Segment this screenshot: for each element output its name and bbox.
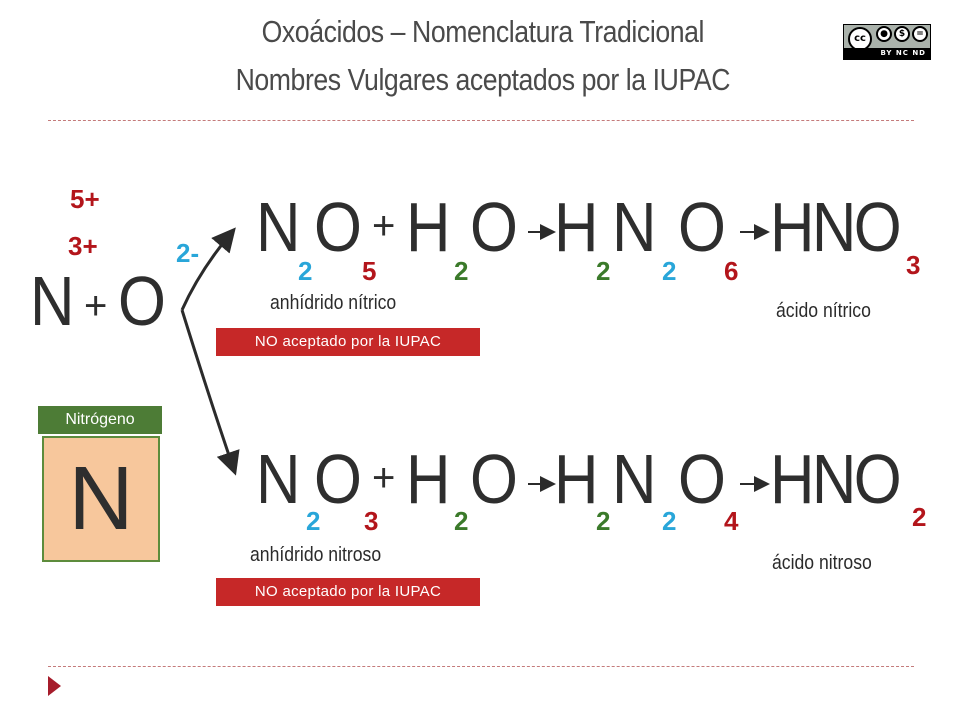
top-product-formula: HNO xyxy=(770,188,902,266)
top-water-el2: O xyxy=(470,188,518,266)
bottom-water-sub1: 2 xyxy=(454,506,469,536)
arrow-to-top-reaction xyxy=(180,227,236,311)
top-water-sub1: 2 xyxy=(454,256,469,286)
top-plus: + xyxy=(372,204,396,248)
top-anhydride-label: anhídrido nítrico xyxy=(270,292,397,314)
top-inter-sub3: 6 xyxy=(724,256,739,286)
element-name-tag: Nitrógeno xyxy=(38,406,162,434)
top-product-sub: 3 xyxy=(906,250,921,280)
bottom-inter-sub2: 2 xyxy=(662,506,677,536)
bottom-not-accepted-tag: NO aceptado por la IUPAC xyxy=(216,578,480,606)
slide-nav-arrow-icon[interactable] xyxy=(48,676,61,696)
top-anhydride-el2: O xyxy=(314,188,362,266)
bottom-product-formula: HNO xyxy=(770,440,902,518)
bottom-anhydride-sub1: 2 xyxy=(306,506,321,536)
top-acid-label: ácido nítrico xyxy=(776,300,871,322)
arrow-to-bottom-reaction xyxy=(180,309,240,476)
reactant-plus: + xyxy=(84,284,108,328)
reactant-nitrogen: N xyxy=(30,262,74,340)
top-divider xyxy=(48,120,914,121)
top-anhydride-el1: N xyxy=(256,188,300,266)
bottom-anhydride-el1: N xyxy=(256,440,300,518)
top-inter-sub1: 2 xyxy=(596,256,611,286)
top-inter-el3: O xyxy=(678,188,726,266)
top-inter-el2: N xyxy=(612,188,656,266)
nitrogen-charge-high: 5+ xyxy=(70,184,100,214)
reactant-oxygen: O xyxy=(118,262,166,340)
by-icon: ● xyxy=(876,26,892,42)
bottom-product-sub: 2 xyxy=(912,502,927,532)
bottom-inter-el2: N xyxy=(612,440,656,518)
top-anhydride-sub2: 5 xyxy=(362,256,377,286)
page-title: Oxoácidos – Nomenclatura Tradicional xyxy=(261,14,705,49)
bottom-inter-el3: O xyxy=(678,440,726,518)
top-inter-sub2: 2 xyxy=(662,256,677,286)
nc-icon: $ xyxy=(894,26,910,42)
bottom-inter-el1: H xyxy=(554,440,598,518)
bottom-anhydride-label: anhídrido nitroso xyxy=(250,544,382,566)
bottom-inter-sub3: 4 xyxy=(724,506,739,536)
nd-icon: = xyxy=(912,26,928,42)
cc-icon: cc xyxy=(848,27,872,51)
element-card: N xyxy=(42,436,160,562)
nitrogen-charge-low: 3+ xyxy=(68,231,98,261)
bottom-water-el2: O xyxy=(470,440,518,518)
bottom-inter-sub1: 2 xyxy=(596,506,611,536)
bottom-plus: + xyxy=(372,456,396,500)
oxygen-charge: 2- xyxy=(176,238,200,268)
bottom-acid-label: ácido nitroso xyxy=(772,552,872,574)
cc-strip-label: BY NC ND xyxy=(844,48,930,59)
top-inter-el1: H xyxy=(554,188,598,266)
top-not-accepted-tag: NO aceptado por la IUPAC xyxy=(216,328,480,356)
cc-license-badge: cc ● $ = BY NC ND xyxy=(843,24,931,60)
top-water-el1: H xyxy=(406,188,450,266)
bottom-anhydride-el2: O xyxy=(314,440,362,518)
bottom-divider xyxy=(48,666,914,667)
bottom-anhydride-sub2: 3 xyxy=(364,506,379,536)
bottom-water-el1: H xyxy=(406,440,450,518)
page-subtitle: Nombres Vulgares aceptados por la IUPAC xyxy=(235,62,731,97)
top-anhydride-sub1: 2 xyxy=(298,256,313,286)
